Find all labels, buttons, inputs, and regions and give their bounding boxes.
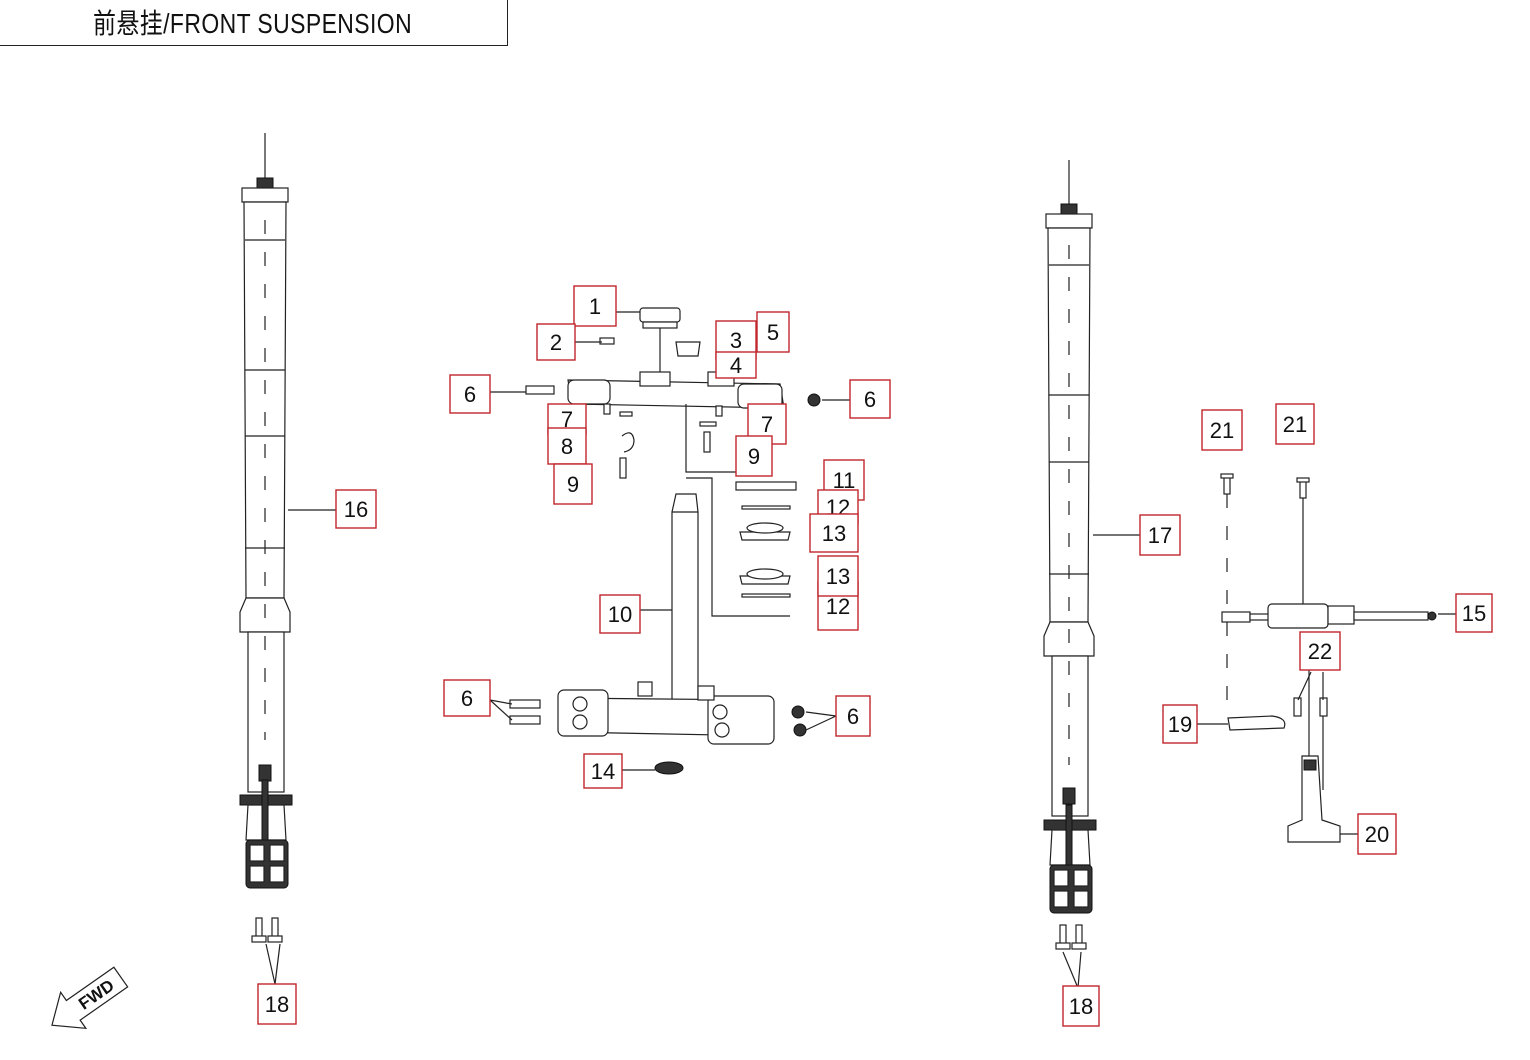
callout-16: 16: [335, 489, 377, 529]
callout-box: [1162, 704, 1198, 744]
callout-number: 17: [1148, 523, 1172, 548]
callout-number: 7: [761, 412, 773, 437]
callout-1: 1: [573, 285, 617, 327]
callout-2: 2: [536, 323, 576, 361]
callout-number: 14: [591, 759, 615, 784]
callout-number: 11: [833, 468, 856, 493]
callout-19: 19: [1162, 704, 1198, 744]
callout-number: 22: [1308, 639, 1332, 664]
callout-number: 12: [826, 594, 850, 619]
callout-7: 7: [547, 403, 587, 435]
callout-box: [257, 983, 297, 1025]
steering-damper-assembly: [1220, 473, 1437, 843]
callout-8: 8: [547, 427, 587, 465]
callout-box: [849, 379, 891, 419]
callout-21: 21: [1275, 403, 1315, 445]
callout-box: [715, 351, 757, 379]
callout-box: [809, 513, 859, 553]
left-fork-leg: [239, 133, 293, 943]
callout-number: 10: [608, 602, 632, 627]
callout-box: [1275, 403, 1315, 445]
callout-box: [335, 489, 377, 529]
callout-box: [1299, 631, 1341, 671]
callout-box: [573, 285, 617, 327]
callout-number: 9: [748, 444, 760, 469]
callout-number: 4: [730, 353, 742, 378]
callout-20: 20: [1357, 813, 1397, 855]
callout-box: [735, 435, 773, 477]
callout-17: 17: [1139, 514, 1181, 556]
callout-box: [536, 323, 576, 361]
callout-18: 18: [1062, 985, 1100, 1027]
callout-number: 1: [589, 294, 601, 319]
page-title: 前悬挂/FRONT SUSPENSION: [92, 8, 413, 39]
callout-number: 3: [730, 328, 742, 353]
forward-direction-arrow: FWD: [51, 966, 129, 1030]
callout-number: 20: [1365, 822, 1389, 847]
callout-number: 7: [561, 407, 573, 432]
callout-box: [835, 695, 871, 737]
steering-stem: [671, 477, 797, 701]
callout-number: 2: [550, 330, 562, 355]
callout-box: [583, 753, 623, 789]
callout-number: 6: [847, 704, 859, 729]
callout-number: 19: [1168, 712, 1192, 737]
callout-number: 9: [567, 472, 579, 497]
leader-lines: [265, 311, 1456, 989]
callout-number: 8: [561, 434, 573, 459]
lower-triple-clamp: [509, 681, 807, 775]
callout-number: 6: [461, 686, 473, 711]
callout-number: 18: [265, 992, 289, 1017]
callout-10: 10: [599, 594, 641, 634]
callout-box: [756, 311, 790, 353]
callout-number: 21: [1283, 412, 1307, 437]
callout-number: 21: [1210, 418, 1234, 443]
callout-number: 13: [822, 521, 846, 546]
callout-number: 18: [1069, 994, 1093, 1019]
callout-number: 6: [464, 382, 476, 407]
right-fork-leg: [1043, 160, 1097, 950]
callout-5: 5: [756, 311, 790, 353]
callout-9: 9: [553, 463, 593, 505]
callout-4: 4: [715, 351, 757, 379]
callout-box: [817, 555, 859, 597]
callout-6: 6: [849, 379, 891, 419]
callout-box: [449, 374, 491, 414]
callout-box: [553, 463, 593, 505]
callout-15: 15: [1455, 593, 1493, 633]
callout-box: [1201, 409, 1243, 451]
callout-box: [1139, 514, 1181, 556]
callout-14: 14: [583, 753, 623, 789]
callout-number: 15: [1462, 601, 1486, 626]
callout-number: 13: [826, 564, 850, 589]
callout-6: 6: [835, 695, 871, 737]
callout-6: 6: [443, 679, 491, 717]
callout-18: 18: [257, 983, 297, 1025]
callout-6: 6: [449, 374, 491, 414]
upper-triple-clamp: [525, 307, 821, 479]
callout-box: [1455, 593, 1493, 633]
callout-9: 9: [735, 435, 773, 477]
callout-21: 21: [1201, 409, 1243, 451]
callout-13: 13: [809, 513, 859, 553]
callout-box: [599, 594, 641, 634]
callout-13: 13: [817, 555, 859, 597]
callout-22: 22: [1299, 631, 1341, 671]
callout-box: [443, 679, 491, 717]
title-box: 前悬挂/FRONT SUSPENSION: [0, 0, 508, 46]
callout-number: 6: [864, 387, 876, 412]
callout-box: [1357, 813, 1397, 855]
callout-box: [1062, 985, 1100, 1027]
callout-number: 16: [344, 497, 368, 522]
callout-number: 5: [767, 320, 779, 345]
